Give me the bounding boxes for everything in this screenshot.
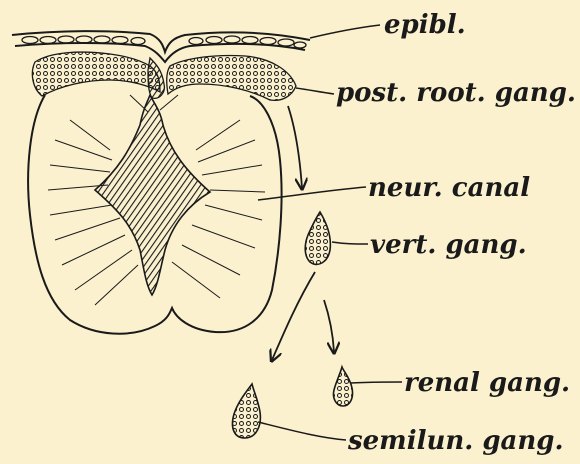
neural-canal (95, 95, 210, 295)
label-renal-ganglion: renal gang. (404, 370, 570, 396)
label-posterior-root-ganglion: post. root. gang. (336, 80, 576, 106)
label-epiblast: epibl. (384, 12, 466, 38)
renal-ganglion (333, 367, 352, 406)
neural-crest-cells (32, 52, 296, 100)
label-neural-canal: neur. canal (368, 175, 530, 201)
vertebral-ganglion (305, 212, 330, 264)
label-semilunar-ganglion: semilun. gang. (348, 428, 564, 454)
label-vertebral-ganglion: vert. gang. (370, 232, 527, 258)
semilunar-ganglion (232, 384, 260, 438)
